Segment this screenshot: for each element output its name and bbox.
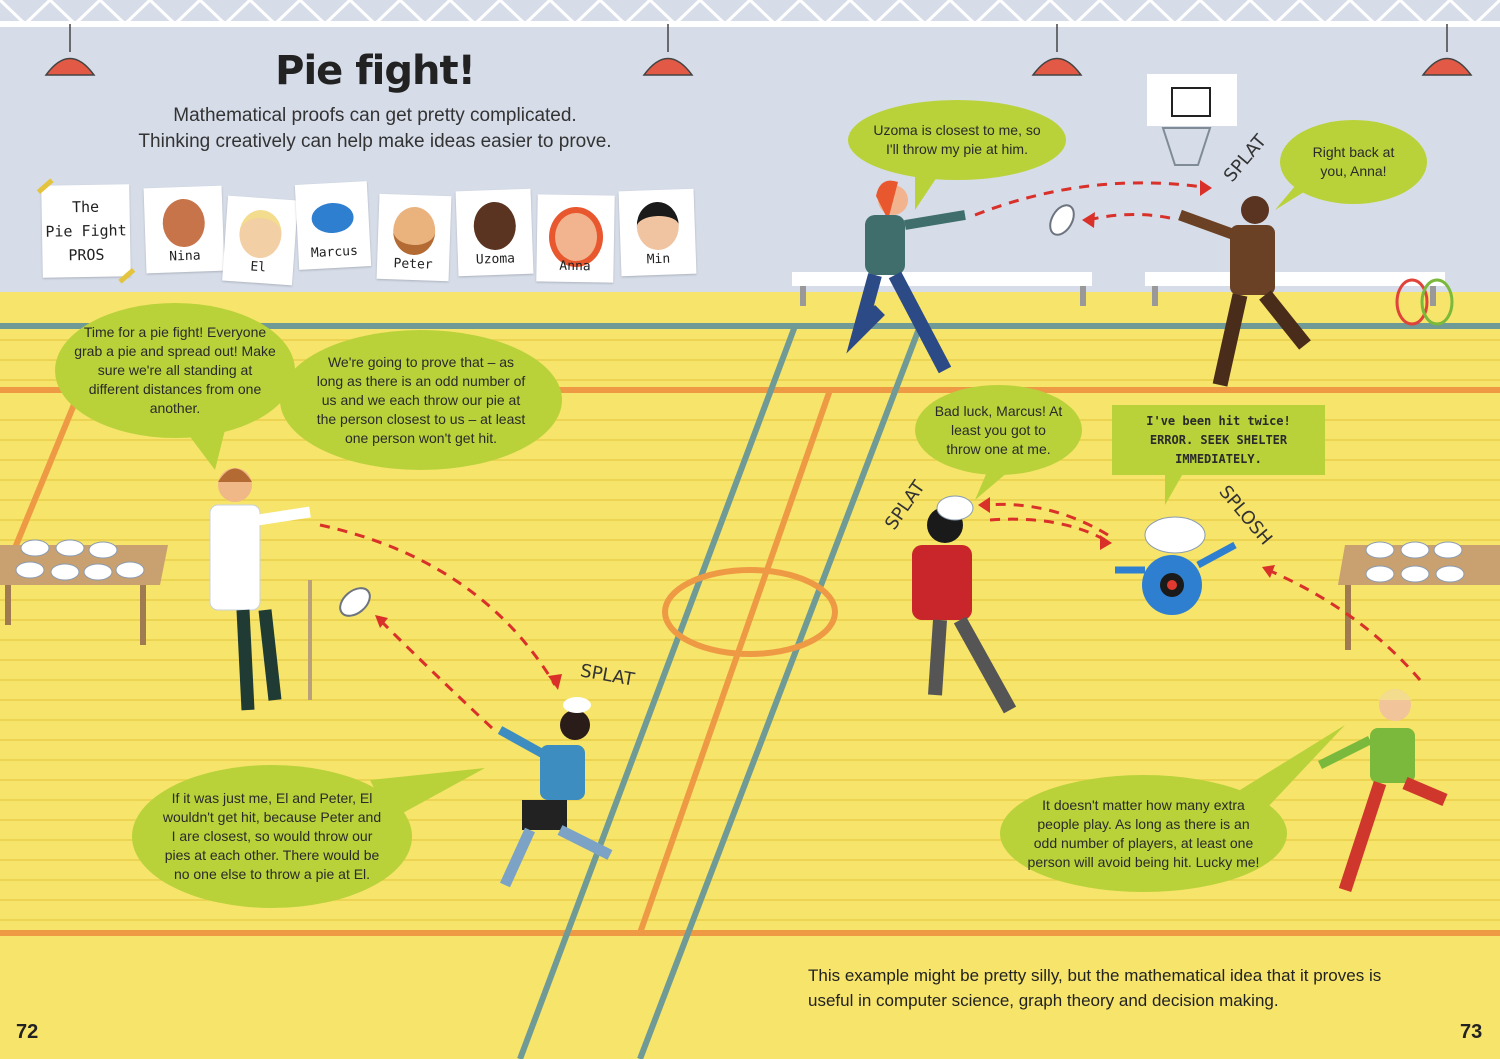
cast-card-marcus: Marcus xyxy=(294,181,372,270)
cast-heading-card: The Pie Fight PROS xyxy=(36,178,136,284)
cast-name: Uzoma xyxy=(475,251,516,268)
speech-bubble-el: It doesn't matter how many extra people … xyxy=(1000,775,1287,892)
nina-figure xyxy=(497,697,613,888)
pie-table-right xyxy=(1338,541,1500,650)
cast-heading-line: The xyxy=(71,197,100,217)
bubble-text: Right back at you, Anna! xyxy=(1312,144,1395,179)
cast-name: Peter xyxy=(393,256,433,273)
speech-bubble-nina: If it was just me, El and Peter, El woul… xyxy=(132,765,412,908)
cast-name: Nina xyxy=(169,248,201,265)
el-figure xyxy=(1317,689,1448,893)
marcus-robot-figure xyxy=(1115,516,1237,615)
anna-figure xyxy=(846,180,966,374)
cast-card-nina: Nina xyxy=(143,185,225,274)
intro-line-1: Mathematical proofs can get pretty compl… xyxy=(173,105,577,126)
throw-arrows xyxy=(319,181,1422,730)
bubble-text: We're going to prove that – as long as t… xyxy=(316,353,526,446)
cast-card-min: Min xyxy=(618,188,697,277)
intro-line-2: Thinking creatively can help make ideas … xyxy=(138,131,612,152)
cast-name: Anna xyxy=(559,258,591,275)
arrow-heads xyxy=(375,180,1275,690)
cast-name: El xyxy=(249,259,267,276)
footer-text: This example might be pretty silly, but … xyxy=(808,966,1382,1010)
min-face-icon xyxy=(635,201,680,251)
intro-text: Mathematical proofs can get pretty compl… xyxy=(100,103,650,155)
peter-face-icon xyxy=(392,206,437,256)
cast-name: Min xyxy=(646,251,671,268)
cast-heading-line: Pie Fight xyxy=(45,221,127,241)
nina-face-icon xyxy=(161,198,206,248)
bubble-text: Uzoma is closest to me, so I'll throw my… xyxy=(873,122,1041,157)
basketball-hoop xyxy=(1147,74,1237,166)
cast-card-uzoma: Uzoma xyxy=(455,188,534,277)
bubble-text: Bad luck, Marcus! At least you got to th… xyxy=(934,402,1063,457)
bubble-text: If it was just me, El and Peter, El woul… xyxy=(162,790,382,882)
cast-heading-line: PROS xyxy=(68,245,105,265)
el-face-icon xyxy=(237,208,284,260)
cast-name: Marcus xyxy=(310,243,359,262)
uzoma-face-icon xyxy=(472,201,517,251)
page-title: Pie fight! xyxy=(275,48,476,94)
page-number-left: 72 xyxy=(16,1021,39,1043)
speech-box-marcus: I've been hit twice! ERROR. SEEK SHELTER… xyxy=(1112,405,1325,475)
bubble-text: I've been hit twice! ERROR. SEEK SHELTER… xyxy=(1146,413,1291,466)
bubble-text: It doesn't matter how many extra people … xyxy=(1027,796,1260,870)
min-figure xyxy=(912,495,1017,714)
ceiling-lamps xyxy=(44,24,1473,76)
bubble-text: Time for a pie fight! Everyone grab a pi… xyxy=(74,324,276,416)
speech-bubble-peter: Time for a pie fight! Everyone grab a pi… xyxy=(55,303,295,438)
marcus-face-icon xyxy=(310,201,355,235)
cast-card-el: El xyxy=(222,195,298,286)
pie-table-left xyxy=(0,539,168,645)
uzoma-figure xyxy=(1178,196,1311,387)
page-number-right: 73 xyxy=(1460,1021,1483,1043)
peter-figure xyxy=(209,468,312,711)
cast-card-peter: Peter xyxy=(376,193,452,282)
tennis-rackets xyxy=(1395,278,1454,326)
speech-bubble-prove: We're going to prove that – as long as t… xyxy=(280,330,562,470)
speech-bubble-uzoma: Right back at you, Anna! xyxy=(1280,120,1427,204)
speech-bubble-anna: Uzoma is closest to me, so I'll throw my… xyxy=(848,100,1066,180)
ceiling-truss xyxy=(0,0,1500,27)
speech-bubble-min: Bad luck, Marcus! At least you got to th… xyxy=(915,385,1082,475)
flying-pies xyxy=(339,204,1075,617)
cast-card-anna: Anna xyxy=(536,194,615,283)
